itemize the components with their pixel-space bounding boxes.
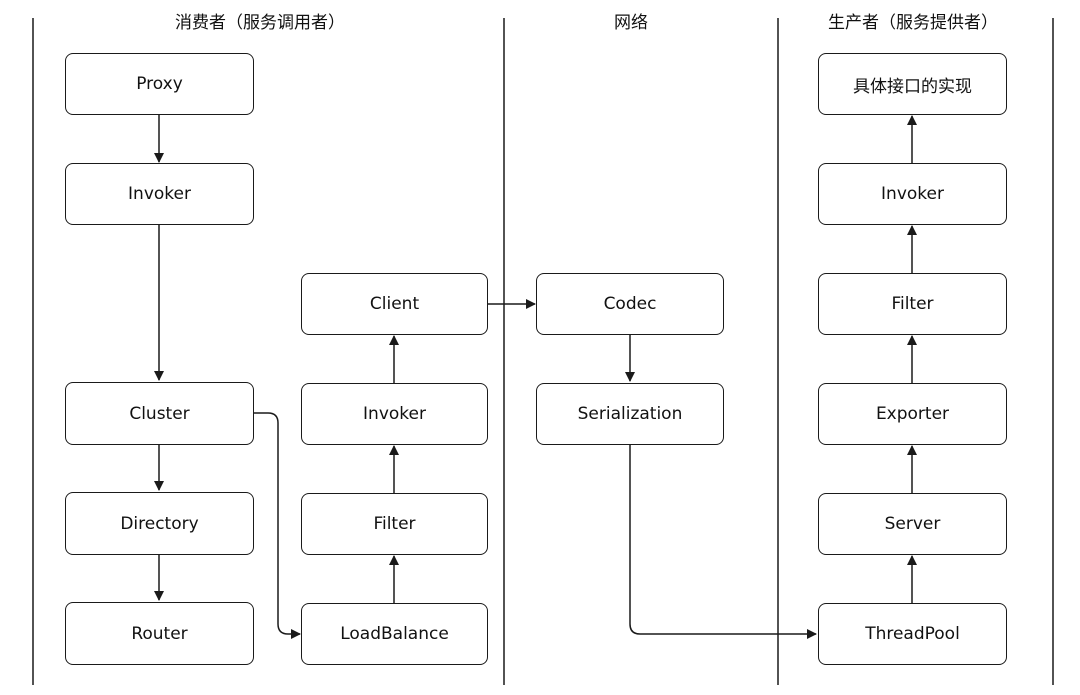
node-provider-filter: Filter	[818, 273, 1007, 335]
node-router: Router	[65, 602, 254, 665]
node-directory: Directory	[65, 492, 254, 555]
node-codec: Codec	[536, 273, 724, 335]
node-client: Client	[301, 273, 488, 335]
node-cluster: Cluster	[65, 382, 254, 445]
node-exporter: Exporter	[818, 383, 1007, 445]
arrow-serialization-to-threadpool	[629, 445, 817, 639]
node-serialization: Serialization	[536, 383, 724, 445]
lane-title-consumer: 消费者（服务调用者）	[175, 13, 345, 33]
node-interface-impl: 具体接口的实现	[818, 53, 1007, 115]
node-loadbalance: LoadBalance	[301, 603, 488, 665]
node-proxy: Proxy	[65, 53, 254, 115]
node-chain-invoker: Invoker	[301, 383, 488, 445]
arrow-cluster-to-loadbalance	[254, 412, 301, 639]
node-consumer-invoker: Invoker	[65, 163, 254, 225]
node-provider-invoker: Invoker	[818, 163, 1007, 225]
lane-title-network: 网络	[614, 13, 648, 33]
lane-title-provider: 生产者（服务提供者）	[828, 13, 998, 33]
node-chain-filter: Filter	[301, 493, 488, 555]
node-threadpool: ThreadPool	[818, 603, 1007, 665]
node-server: Server	[818, 493, 1007, 555]
